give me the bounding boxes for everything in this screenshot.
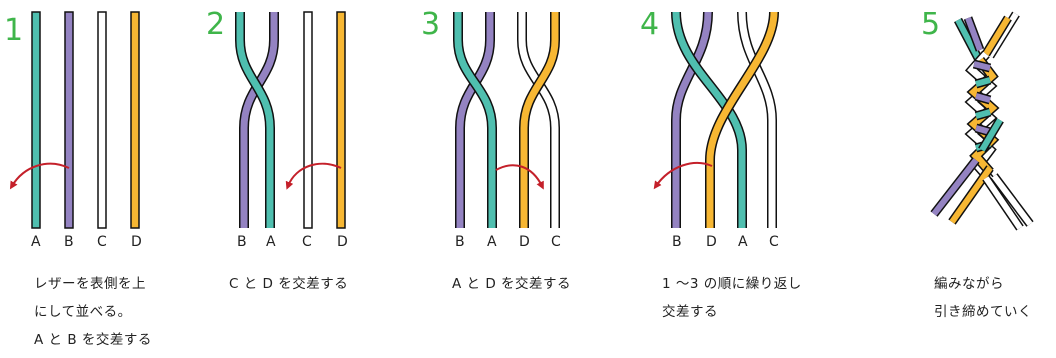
strand-c-white	[303, 11, 313, 229]
step-1-caption: レザーを表側を上 にして並べる。 A と B を交差する	[34, 270, 152, 354]
step-4-caption-line-1: 1 ～3 の順に繰り返し	[662, 276, 802, 292]
step-1-caption-line-2: にして並べる。	[34, 304, 132, 320]
step-2-label-2: A	[266, 234, 276, 250]
strand-b-purple	[64, 11, 74, 229]
cross-arrow	[285, 162, 342, 190]
step-5-caption: 編みながら 引き締めていく	[934, 270, 1032, 326]
step-4-caption: 1 ～3 の順に繰り返し 交差する	[662, 270, 802, 326]
strand-d-yellow	[336, 11, 346, 229]
step-2-label-1: B	[237, 234, 247, 250]
step-1-label-3: C	[97, 234, 107, 250]
step-1-number: 1	[4, 13, 23, 48]
step-1-label-1: A	[31, 234, 41, 250]
step-4-strands	[653, 11, 779, 228]
step-3-label-4: C	[551, 234, 561, 250]
step-4-label-1: B	[672, 234, 682, 250]
cross-arrow	[9, 162, 70, 190]
step-2-caption: C と D を交差する	[229, 270, 348, 298]
step-3-caption: A と D を交差する	[452, 270, 571, 298]
strand-d-yellow	[130, 11, 140, 229]
step-3-number: 3	[421, 7, 440, 42]
step-1-label-2: B	[64, 234, 74, 250]
step-2-label-3: C	[302, 234, 312, 250]
step-4-label-3: A	[738, 234, 748, 250]
step-1-label-4: D	[131, 234, 142, 250]
step-2-label-4: D	[337, 234, 348, 250]
step-3-strands	[453, 12, 560, 228]
strand-c-white	[97, 11, 107, 229]
step-2-number: 2	[206, 7, 225, 42]
step-5-braid	[930, 11, 1034, 231]
cross-arrow	[653, 161, 713, 190]
step-5-caption-line-1: 編みながら	[934, 276, 1004, 292]
step-3-label-1: B	[455, 234, 465, 250]
step-1-caption-line-3: A と B を交差する	[34, 332, 152, 348]
step-1-caption-line-1: レザーを表側を上	[34, 276, 146, 292]
step-4-label-4: C	[769, 234, 779, 250]
cross-arrow	[495, 164, 544, 190]
strand-b-purple	[455, 12, 495, 228]
step-3-label-2: A	[487, 234, 497, 250]
step-5-caption-line-2: 引き締めていく	[934, 304, 1032, 320]
step-5-number: 5	[921, 7, 940, 42]
step-3-label-3: D	[519, 234, 530, 250]
step-4-number: 4	[640, 7, 659, 42]
step-1-strands	[9, 11, 140, 229]
strand-a-teal	[31, 11, 41, 229]
step-3-caption-line-1: A と D を交差する	[452, 276, 572, 292]
step-4-label-2: D	[706, 234, 717, 250]
step-2-strands	[235, 11, 346, 229]
step-2-caption-line-1: C と D を交差する	[229, 276, 349, 292]
step-4-caption-line-2: 交差する	[662, 304, 718, 320]
